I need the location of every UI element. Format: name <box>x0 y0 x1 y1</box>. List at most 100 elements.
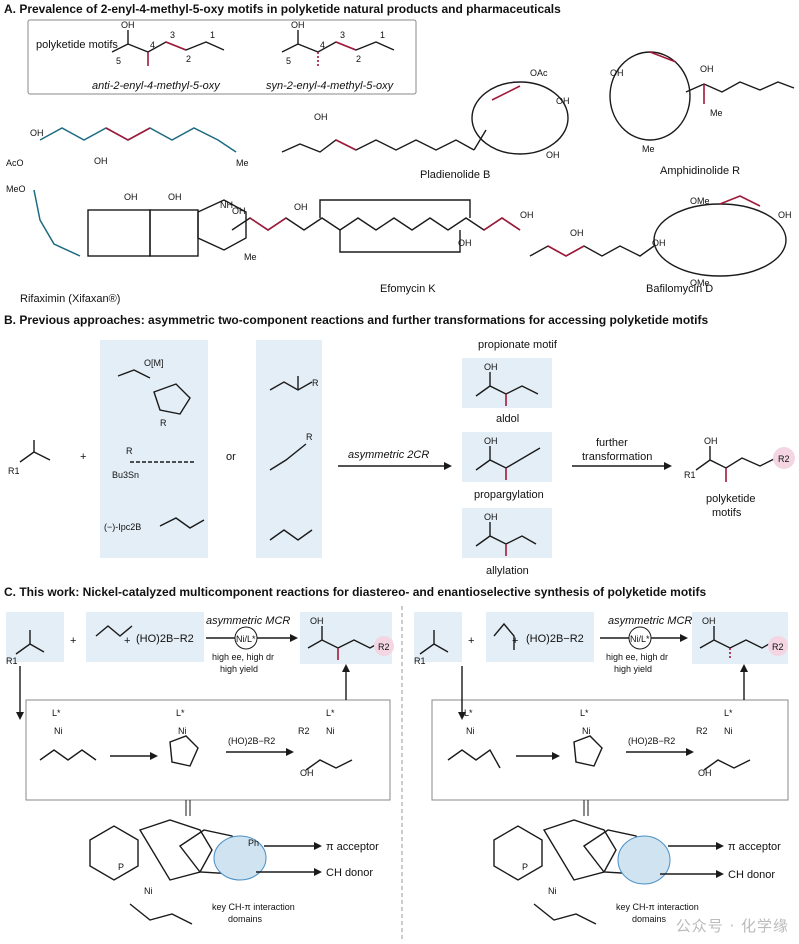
allenylstannane: Bu3Sn R <box>112 446 196 480</box>
right-product: OH R2 <box>699 616 788 660</box>
svg-text:1: 1 <box>210 30 215 40</box>
svg-text:OH: OH <box>652 238 666 248</box>
left-callout-ch: CH donor <box>326 867 373 879</box>
crotylborane: (−)-Ipc2B <box>104 517 205 532</box>
svg-text:4: 4 <box>320 40 325 50</box>
motif-box <box>27 19 417 95</box>
svg-text:(−)-Ipc2B: (−)-Ipc2B <box>104 522 141 532</box>
propionate-label: propionate motif <box>478 339 558 351</box>
svg-text:OH: OH <box>484 436 498 446</box>
svg-text:R2: R2 <box>772 642 784 652</box>
left-aldehyde: R1 <box>6 630 45 666</box>
left-diene <box>95 625 133 637</box>
svg-text:3: 3 <box>170 30 175 40</box>
arrow-transformation-label-2: transformation <box>582 451 652 463</box>
left-cond-2: high yield <box>220 664 258 674</box>
syn-motif-structure: OH 5 4 3 2 1 <box>281 20 395 66</box>
propargylation-label: propargylation <box>474 489 544 501</box>
left-intermediate-1: L* Ni <box>39 708 97 761</box>
right-mechanism-box <box>431 699 789 801</box>
right-callout-pi: π acceptor <box>728 841 781 853</box>
oxazolidinone-enolate: O[M] R <box>117 358 191 428</box>
svg-text:OH: OH <box>458 238 472 248</box>
allyl-structure: OH <box>475 512 537 556</box>
svg-text:AcO: AcO <box>6 158 24 168</box>
svg-text:OH: OH <box>700 64 714 74</box>
svg-text:OH: OH <box>610 68 624 78</box>
left-product: OH R2 <box>307 616 394 660</box>
svg-text:OH: OH <box>300 768 314 778</box>
svg-text:OAc: OAc <box>530 68 548 78</box>
svg-text:OH: OH <box>520 210 534 220</box>
svg-text:5: 5 <box>116 56 121 66</box>
svg-text:1: 1 <box>380 30 385 40</box>
svg-text:Me: Me <box>642 144 655 154</box>
svg-text:2: 2 <box>356 54 361 64</box>
product-bafilomycin-d: Bafilomycin D <box>646 283 713 295</box>
svg-text:OH: OH <box>124 192 138 202</box>
enone-structure: R <box>269 376 319 391</box>
left-intermediate-3: L* Ni R2 OH <box>298 708 353 778</box>
svg-text:R: R <box>126 446 133 456</box>
right-boronic: (HO)2B−R2 <box>526 633 584 645</box>
section-a-title: A. Prevalence of 2-enyl-4-methyl-5-oxy m… <box>4 2 561 16</box>
svg-text:Ni: Ni <box>326 726 335 736</box>
svg-text:R1: R1 <box>414 656 426 666</box>
svg-text:Me: Me <box>710 108 723 118</box>
or-label: or <box>226 451 236 463</box>
svg-text:OH: OH <box>121 20 135 30</box>
allylation-label: allylation <box>486 565 529 577</box>
svg-text:R1: R1 <box>6 656 18 666</box>
left-intermediate-2: L* Ni <box>169 708 199 767</box>
svg-text:Ni: Ni <box>178 726 187 736</box>
svg-text:Bu3Sn: Bu3Sn <box>112 470 139 480</box>
svg-text:R2: R2 <box>778 454 790 464</box>
svg-text:R: R <box>312 378 319 388</box>
svg-text:OH: OH <box>310 616 324 626</box>
arrow-transformation-label-1: further <box>596 437 628 449</box>
right-callout-key-2: domains <box>632 914 667 924</box>
svg-text:OH: OH <box>291 20 305 30</box>
svg-text:+: + <box>468 635 474 647</box>
left-p-atom: P <box>118 862 124 872</box>
left-mcr-label: asymmetric MCR <box>206 615 290 627</box>
right-ligand-model: P Ni <box>493 800 671 925</box>
product-rifaximin: Rifaximin (Xifaxan®) <box>20 293 120 305</box>
right-aldehyde: R1 <box>414 630 449 666</box>
svg-text:Me: Me <box>244 252 257 262</box>
polyketide-product-b: OH R1 R2 <box>684 436 795 482</box>
efomycin-k-structure: OH OH OH OH <box>231 199 534 253</box>
svg-text:OH: OH <box>704 436 718 446</box>
syn-caption: syn-2-enyl-4-methyl-5-oxy <box>266 80 395 92</box>
right-cond-1: high ee, high dr <box>606 652 668 662</box>
svg-text:R: R <box>160 418 167 428</box>
svg-text:L*: L* <box>176 708 185 718</box>
svg-text:OH: OH <box>484 362 498 372</box>
svg-text:R2: R2 <box>696 726 708 736</box>
amphidinolide-r-structure: OH OH Me Me <box>609 51 795 154</box>
svg-text:L*: L* <box>580 708 589 718</box>
svg-text:2: 2 <box>186 54 191 64</box>
svg-text:OH: OH <box>484 512 498 522</box>
svg-text:4: 4 <box>150 40 155 50</box>
svg-text:5: 5 <box>286 56 291 66</box>
product-efomycin-k: Efomycin K <box>380 283 436 295</box>
svg-text:OH: OH <box>702 616 716 626</box>
svg-text:L*: L* <box>464 708 473 718</box>
svg-text:Ni: Ni <box>582 726 591 736</box>
polyketide-label-2: motifs <box>712 507 742 519</box>
propargyl-structure: OH <box>475 436 541 480</box>
svg-text:OH: OH <box>570 228 584 238</box>
svg-text:R2: R2 <box>298 726 310 736</box>
svg-text:Ni: Ni <box>144 886 153 896</box>
right-intermediate-3: L* Ni R2 OH <box>696 708 751 778</box>
pladienolide-b-structure: OH OAc OH OH <box>281 68 570 160</box>
product-pladienolide-b: Pladienolide B <box>420 169 490 181</box>
section-c-title: C. This work: Nickel-catalyzed multicomp… <box>4 585 706 599</box>
left-boron-reagent: (HO)2B−R2 <box>228 736 275 746</box>
butadiene-structure <box>269 529 313 541</box>
svg-text:OH: OH <box>546 150 560 160</box>
svg-text:Ni: Ni <box>54 726 63 736</box>
bafilomycin-d-structure: OH OMe OH OH OMe <box>529 195 792 288</box>
svg-text:OMe: OMe <box>690 278 710 288</box>
